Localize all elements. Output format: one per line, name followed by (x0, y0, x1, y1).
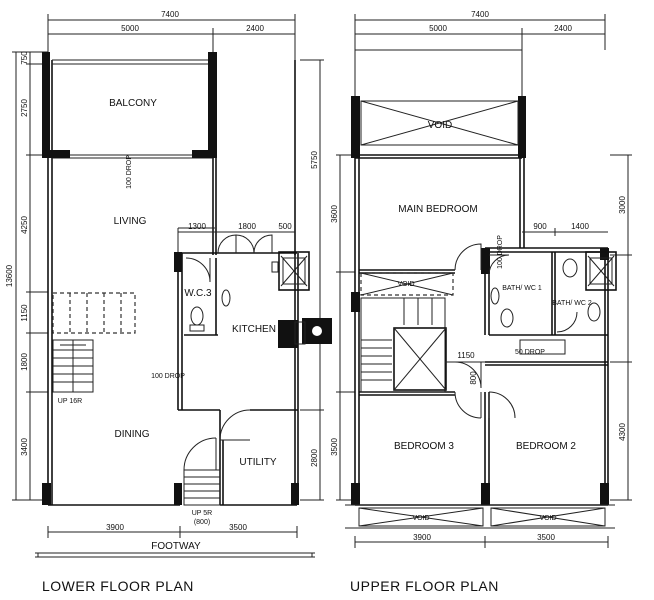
upper-dim-left-width: 5000 (429, 24, 447, 33)
lower-note-drop-living: 100 DROP (126, 155, 133, 189)
lower-room-dining: DINING (115, 429, 150, 440)
lower-dim-right-width: 2400 (246, 24, 264, 33)
upper-bottom-dimensions: 3900 3500 (354, 533, 609, 548)
upper-doors (454, 243, 578, 419)
lower-dim-total-width: 7400 (161, 10, 179, 19)
upper-void-mid-label: VOID (397, 281, 414, 288)
upper-void-b1-label: VOID (412, 515, 429, 522)
upper-floor-plan: 7400 5000 2400 3600 3500 3000 4300 (330, 10, 632, 594)
upper-dim-900: 900 (533, 222, 547, 231)
lower-dim-500: 500 (278, 222, 292, 231)
lower-service-bay (294, 318, 332, 345)
lower-dim-4250: 4250 (20, 216, 29, 234)
lower-left-dimensions: 13600 750 2750 4250 1150 1800 3400 (5, 51, 48, 501)
lower-room-living: LIVING (114, 216, 147, 227)
upper-walls (351, 49, 617, 506)
lower-note-entry-up: UP 5R (192, 510, 213, 517)
lower-dashed-area (52, 292, 136, 334)
lower-dim-1800-inner: 1800 (238, 222, 256, 231)
upper-staircase (360, 297, 447, 393)
upper-void-b2-label: VOID (539, 515, 556, 522)
upper-room-bedroom3: BEDROOM 3 (394, 441, 454, 452)
upper-dim-800: 800 (469, 371, 478, 385)
upper-top-dimensions: 7400 5000 2400 (354, 10, 606, 50)
lower-staircase (52, 339, 94, 393)
upper-dim-3600: 3600 (330, 205, 339, 223)
upper-dim-right-width: 2400 (554, 24, 572, 33)
upper-dim-bottom-right: 3500 (537, 533, 555, 542)
lower-dim-1300: 1300 (188, 222, 206, 231)
lower-dim-1150: 1150 (20, 304, 29, 322)
upper-room-bath1: BATH/ WC 1 (502, 285, 542, 292)
upper-dim-3500: 3500 (330, 438, 339, 456)
lower-floor-title: LOWER FLOOR PLAN (42, 578, 194, 594)
lower-bottom-dimensions: 3900 3500 (47, 523, 298, 538)
lower-dim-left-width: 5000 (121, 24, 139, 33)
upper-inner-dimensions: 900 1400 1150 800 (445, 222, 608, 385)
lower-dim-2800: 2800 (310, 449, 319, 467)
lower-dim-2750: 2750 (20, 99, 29, 117)
lower-inner-dimensions: 1300 1800 500 (178, 222, 295, 233)
lower-dim-3400: 3400 (20, 438, 29, 456)
upper-right-dimensions: 3000 4300 (610, 154, 632, 501)
upper-dim-1150: 1150 (457, 351, 475, 360)
lower-room-wc: W.C.3 (184, 288, 212, 299)
lower-note-drop-kitchen: 100 DROP (151, 373, 185, 380)
upper-room-bedroom2: BEDROOM 2 (516, 441, 576, 452)
lower-dim-bottom-right: 3500 (229, 523, 247, 532)
lower-doors (183, 234, 273, 506)
upper-dim-bottom-left: 3900 (413, 533, 431, 542)
lower-wc-fixtures (189, 261, 279, 332)
lower-floor-plan: 7400 5000 2400 13600 750 2750 4250 1150 … (5, 10, 332, 594)
upper-note-drop-bath2: 50 DROP (515, 349, 545, 356)
upper-voids (345, 100, 615, 529)
lower-top-dimensions: 7400 5000 2400 (47, 10, 296, 60)
lower-dim-5750: 5750 (310, 151, 319, 169)
lower-room-utility: UTILITY (239, 457, 277, 468)
upper-dim-3000: 3000 (618, 196, 627, 214)
upper-dim-1400: 1400 (571, 222, 589, 231)
lower-room-balcony: BALCONY (109, 98, 157, 109)
lower-note-stair-up: UP 16R (58, 398, 82, 405)
upper-note-drop-bath1: 100 DROP (497, 235, 504, 269)
lower-dim-total-depth: 13600 (5, 264, 14, 287)
lower-dim-bottom-left: 3900 (106, 523, 124, 532)
upper-dim-total-width: 7400 (471, 10, 489, 19)
lower-dim-1800: 1800 (20, 353, 29, 371)
upper-room-main-bedroom: MAIN BEDROOM (398, 204, 477, 215)
lower-right-dimensions: 5750 2800 (300, 59, 324, 501)
footway-label: FOOTWAY (151, 541, 201, 552)
lower-note-entry-width: (800) (194, 519, 210, 526)
lower-dim-750: 750 (20, 51, 29, 65)
upper-void-top-label: VOID (428, 120, 452, 131)
upper-floor-title: UPPER FLOOR PLAN (350, 578, 499, 594)
footway: FOOTWAY (35, 541, 315, 558)
upper-room-bath2: BATH/ WC 2 (552, 300, 592, 307)
lower-walls (42, 52, 310, 506)
upper-bath-fixtures (490, 258, 601, 355)
upper-left-dimensions: 3600 3500 (330, 154, 355, 501)
upper-dim-4300: 4300 (618, 423, 627, 441)
lower-room-kitchen: KITCHEN (232, 324, 276, 335)
